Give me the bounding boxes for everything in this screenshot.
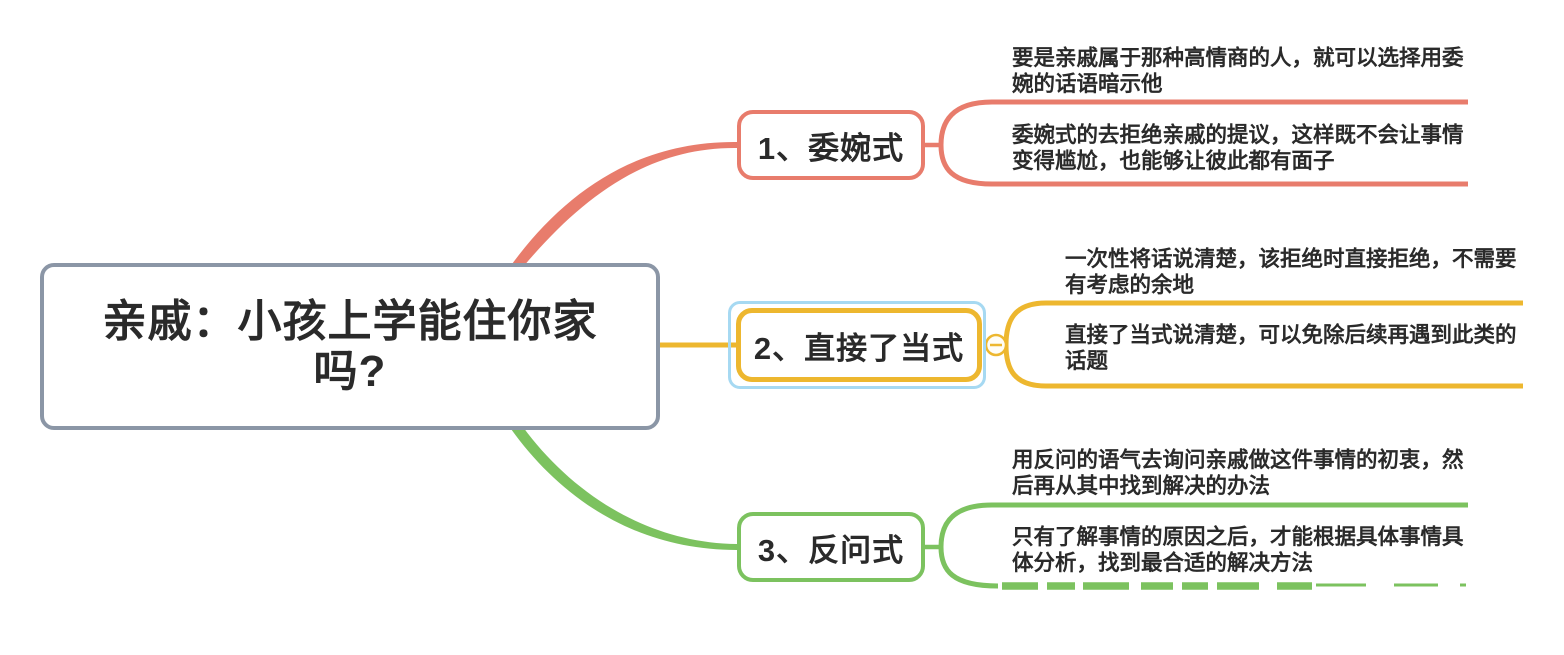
branch2-child1-topic[interactable]: 一次性将话说清楚，该拒绝时直接拒绝，不需要 有考虑的余地 (1065, 247, 1517, 297)
branch2-child1-underline (1003, 300, 1523, 346)
central-topic-node[interactable]: 亲戚：小孩上学能住你家 吗? (40, 263, 660, 430)
branch3-child2-underline-arc (938, 546, 999, 589)
branch3-child1-topic[interactable]: 用反问的语气去询问亲戚做这件事情的初衷，然 后再从其中找到解决的办法 (1012, 448, 1464, 498)
branch2-label: 2、直接了当式 (753, 330, 965, 366)
branch2-node[interactable]: 2、直接了当式 (736, 308, 982, 382)
central-topic-text: 亲戚：小孩上学能住你家 吗? (102, 296, 598, 396)
branch1-label: 1、委婉式 (757, 130, 905, 166)
branch2-selection-rect (728, 301, 986, 389)
branch2-child2-topic[interactable]: 直接了当式说清楚，可以免除后续再遇到此类的 话题 (1065, 323, 1517, 373)
branch3-label: 3、反问式 (757, 532, 905, 568)
branch2-child2-underline (1003, 344, 1523, 389)
branch1-node[interactable]: 1、委婉式 (737, 110, 925, 180)
branch3-child2-topic[interactable]: 只有了解事情的原因之后，才能根据具体事情具 体分析，找到最合适的解决方法 (1012, 525, 1464, 575)
central-to-branch1-curve (512, 141, 737, 267)
branch3-child1-underline (938, 502, 1468, 548)
branch3-node[interactable]: 3、反问式 (737, 512, 925, 582)
central-to-branch3-curve (511, 427, 737, 550)
branch1-child1-topic[interactable]: 要是亲戚属于那种高情商的人，就可以选择用委 婉的话语暗示他 (1012, 46, 1464, 96)
collapse-button[interactable] (984, 333, 1008, 357)
branch1-child2-topic[interactable]: 委婉式的去拒绝亲戚的提议，这样既不会让事情 变得尴尬，也能够让彼此都有面子 (1012, 123, 1464, 173)
branch1-child2-underline (938, 144, 1468, 187)
branch1-child1-underline (938, 99, 1468, 146)
